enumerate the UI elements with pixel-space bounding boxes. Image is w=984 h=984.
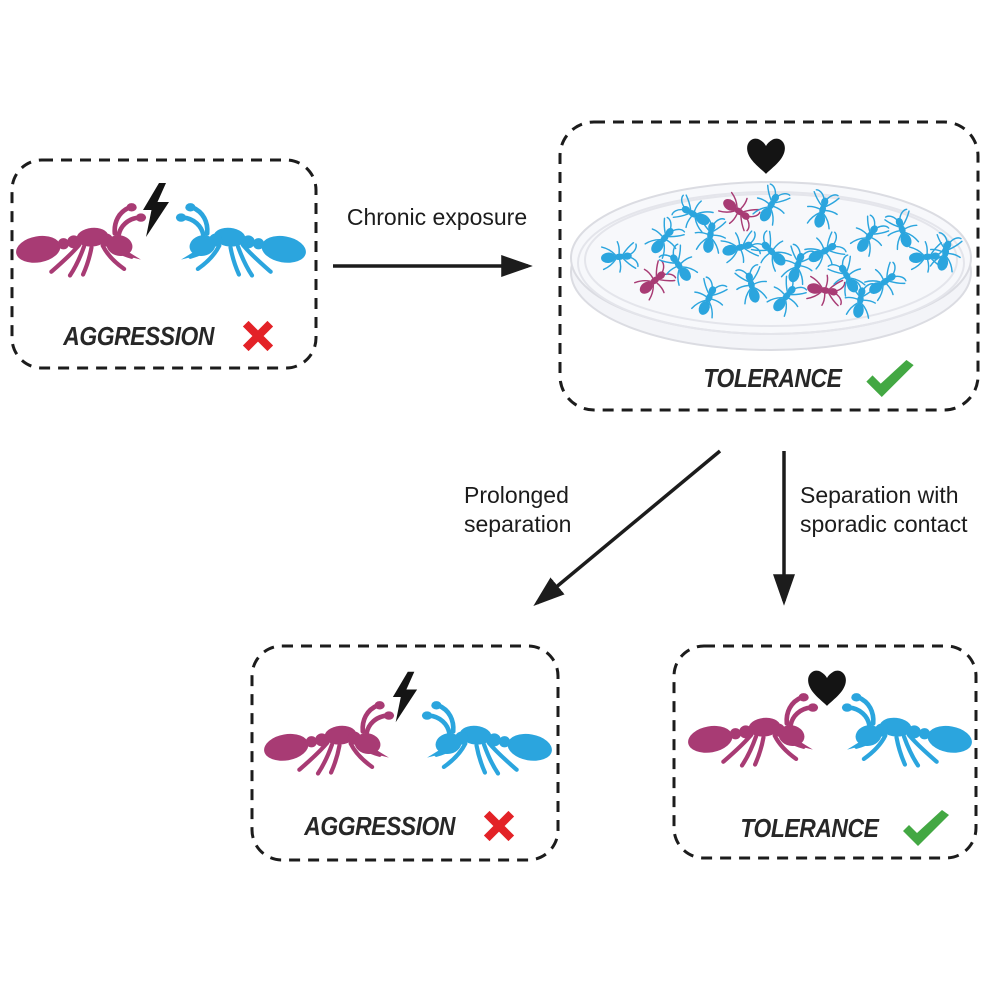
sporadic-contact-label: Separation with sporadic contact <box>800 481 967 539</box>
tolerance-label: TOLERANCE <box>703 362 841 393</box>
outcome-row: TOLERANCE <box>558 358 980 398</box>
dashed-border <box>558 120 980 412</box>
chronic-exposure-label: Chronic exposure <box>346 204 528 230</box>
petri-dish <box>570 181 972 351</box>
check-icon <box>866 359 915 397</box>
aggression-label: AGGRESSION <box>63 320 215 351</box>
prolonged-separation-line2: separation <box>464 511 572 537</box>
blue-ant-icon <box>834 688 974 772</box>
prolonged-separation-label: Prolonged separation <box>464 481 571 539</box>
cross-icon <box>242 320 273 352</box>
dashed-border <box>10 158 318 370</box>
heart-icon <box>747 138 785 174</box>
aggression-label: AGGRESSION <box>304 810 456 841</box>
outcome-row: AGGRESSION <box>250 806 560 846</box>
outcome-row: TOLERANCE <box>672 808 978 848</box>
check-icon <box>903 810 950 846</box>
box-prolonged-aggression: AGGRESSION <box>250 644 560 862</box>
magenta-ant-icon <box>686 688 826 772</box>
box-contact-tolerance: TOLERANCE <box>672 644 978 860</box>
sporadic-contact-line2: sporadic contact <box>800 511 968 537</box>
dashed-border <box>250 644 560 862</box>
box-chronic-tolerance: TOLERANCE <box>558 120 980 412</box>
tolerance-label: TOLERANCE <box>740 812 878 843</box>
magenta-ant-icon <box>262 696 402 780</box>
sporadic-contact-line1: Separation with <box>800 482 959 508</box>
dashed-border <box>672 644 978 860</box>
blue-ant-icon <box>168 198 308 282</box>
outcome-row: AGGRESSION <box>10 316 318 356</box>
magenta-ant-icon <box>14 198 154 282</box>
prolonged-separation-line1: Prolonged <box>464 482 569 508</box>
box-initial-aggression: AGGRESSION <box>10 158 318 370</box>
blue-ant-icon <box>414 696 554 780</box>
cross-icon <box>483 810 514 842</box>
